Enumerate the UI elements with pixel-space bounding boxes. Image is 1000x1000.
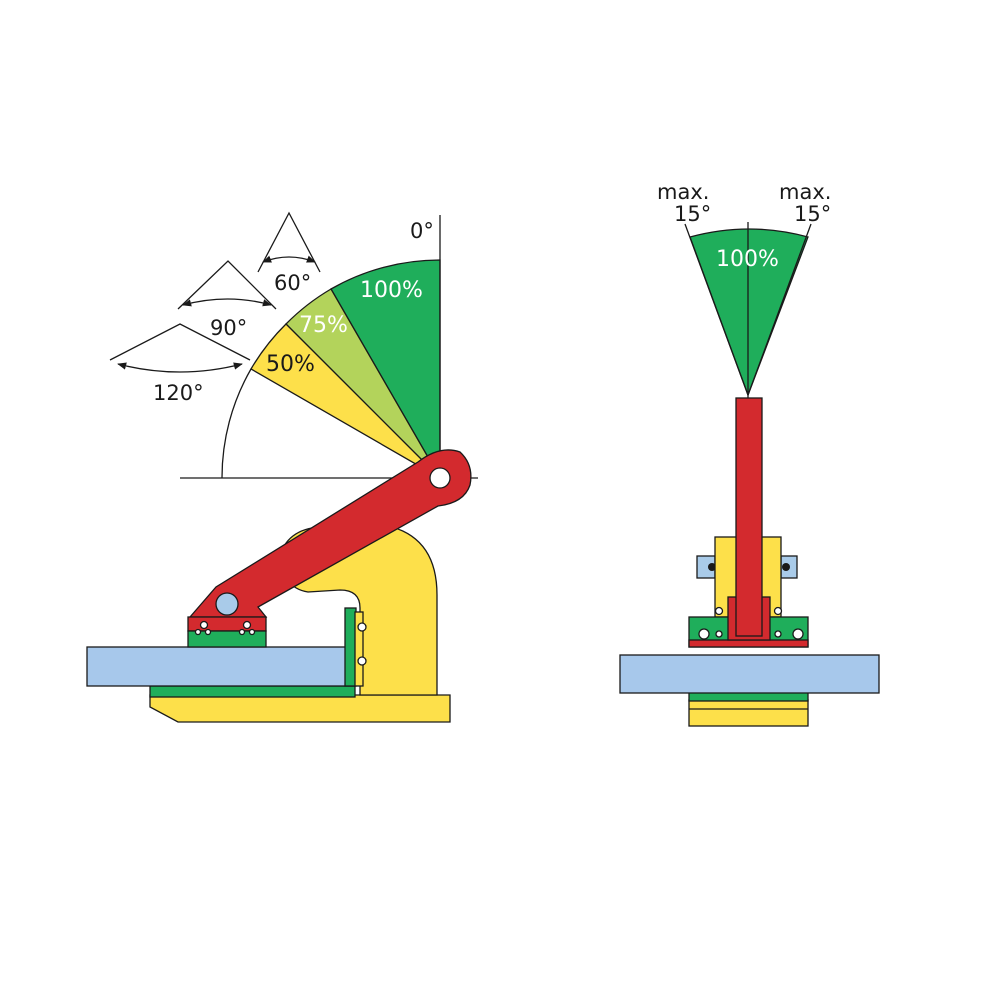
sling-angle-60-indicator: 60° bbox=[257, 211, 321, 295]
zero-degree-label: 0° bbox=[410, 219, 434, 243]
clamp-base-plate bbox=[149, 694, 451, 723]
front-sector-100-percent bbox=[689, 228, 809, 397]
front-right-angle-label: 15° bbox=[794, 202, 831, 226]
lifting-lever bbox=[188, 449, 472, 618]
sector-30-degree-arc bbox=[221, 368, 252, 479]
lever-pivot-pin bbox=[215, 592, 239, 616]
steel-plate bbox=[86, 646, 356, 687]
front-base-plate bbox=[688, 699, 809, 727]
sling-angle-90-indicator: 90° bbox=[177, 260, 277, 340]
front-right-bolt-head bbox=[782, 563, 790, 571]
lower-jaw-pad bbox=[149, 685, 356, 698]
front-lever-arm bbox=[735, 397, 763, 637]
angle-120-label: 120° bbox=[153, 381, 204, 405]
front-right-limit-line bbox=[747, 223, 812, 396]
capacity-75-label: 75% bbox=[299, 313, 348, 338]
lever-red-strip bbox=[187, 616, 267, 632]
front-screws bbox=[698, 606, 804, 640]
front-left-max-label: max. bbox=[657, 180, 709, 204]
front-left-limit-line bbox=[684, 223, 749, 396]
front-view: max. 15° max. 15° 100% bbox=[619, 180, 880, 727]
front-steel-plate bbox=[619, 654, 880, 694]
sling-angle-120-indicator: 120° bbox=[109, 323, 251, 405]
capacity-100-label: 100% bbox=[360, 278, 423, 303]
front-left-bolt-head bbox=[708, 563, 716, 571]
jaw-bolt-bottom bbox=[357, 656, 367, 666]
lever-screws bbox=[194, 620, 256, 636]
sector-100-percent bbox=[330, 259, 441, 481]
capacity-50-label: 50% bbox=[266, 352, 315, 377]
angle-60-label: 60° bbox=[274, 271, 311, 295]
front-right-max-label: max. bbox=[779, 180, 831, 204]
front-red-strip bbox=[688, 639, 809, 648]
angle-90-label: 90° bbox=[210, 316, 247, 340]
front-capacity-100-label: 100% bbox=[716, 247, 779, 272]
side-view: 60° 90° 120° 0° 100% 75% 50% bbox=[86, 211, 478, 723]
jaw-bolt-top bbox=[357, 622, 367, 632]
sector-50-percent bbox=[250, 323, 441, 479]
front-left-angle-label: 15° bbox=[674, 202, 711, 226]
lifting-eye-hole bbox=[429, 467, 451, 489]
jaw-bracket bbox=[354, 611, 364, 687]
